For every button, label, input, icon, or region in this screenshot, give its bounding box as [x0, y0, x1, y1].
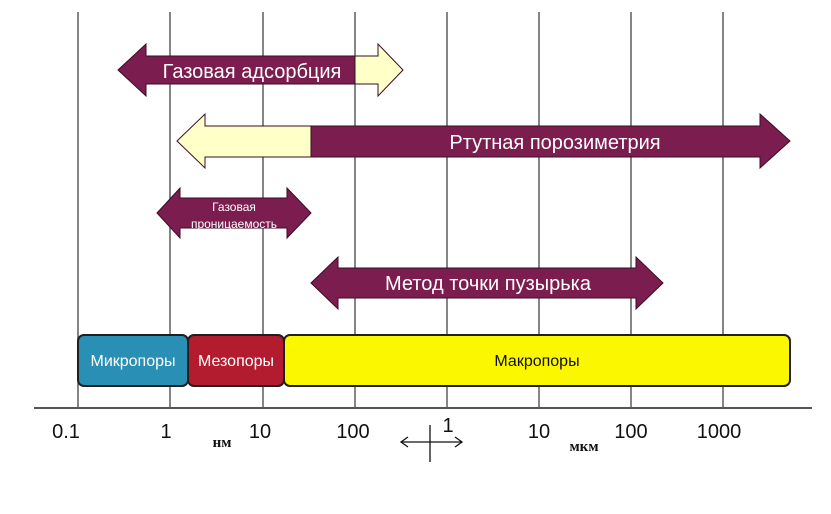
gas-permeability-label-line1: Газовая	[212, 200, 256, 214]
mesopores-label: Мезопоры	[198, 353, 274, 370]
unit-um-label: мкм	[569, 439, 598, 455]
unit-nm-label: нм	[213, 435, 232, 451]
macropores-band	[283, 334, 791, 387]
micropores-label: Микропоры	[90, 353, 175, 370]
gas-adsorption-label: Газовая адсорбция	[163, 61, 342, 83]
tick-label: 1000	[697, 421, 742, 443]
mercury-porosimetry-arrow: Ртутная порозиметрия	[176, 112, 791, 170]
pore-bands: Микропоры Мезопоры Макропоры	[77, 334, 791, 387]
tick-label: 1	[160, 421, 171, 443]
bubble-point-label: Метод точки пузырька	[385, 273, 592, 295]
tick-label: 10	[249, 421, 271, 443]
tick-label: 0.1	[52, 421, 80, 443]
tick-label: 1	[442, 415, 453, 437]
bubble-point-arrow: Метод точки пузырька	[310, 255, 664, 311]
unit-switch-icon	[399, 425, 464, 462]
macropores-label: Макропоры	[494, 353, 579, 370]
gas-permeability-arrow: Газовая проницаемость	[156, 186, 312, 240]
tick-labels: 0.1 1 10 100 1 10 100 1000	[52, 415, 741, 443]
tick-label: 100	[614, 421, 647, 443]
tick-label: 100	[336, 421, 369, 443]
gas-permeability-label-line2: проницаемость	[191, 217, 277, 231]
tick-label: 10	[528, 421, 550, 443]
mercury-porosimetry-label: Ртутная порозиметрия	[449, 132, 660, 154]
gas-adsorption-arrow: Газовая адсорбция	[117, 42, 404, 98]
